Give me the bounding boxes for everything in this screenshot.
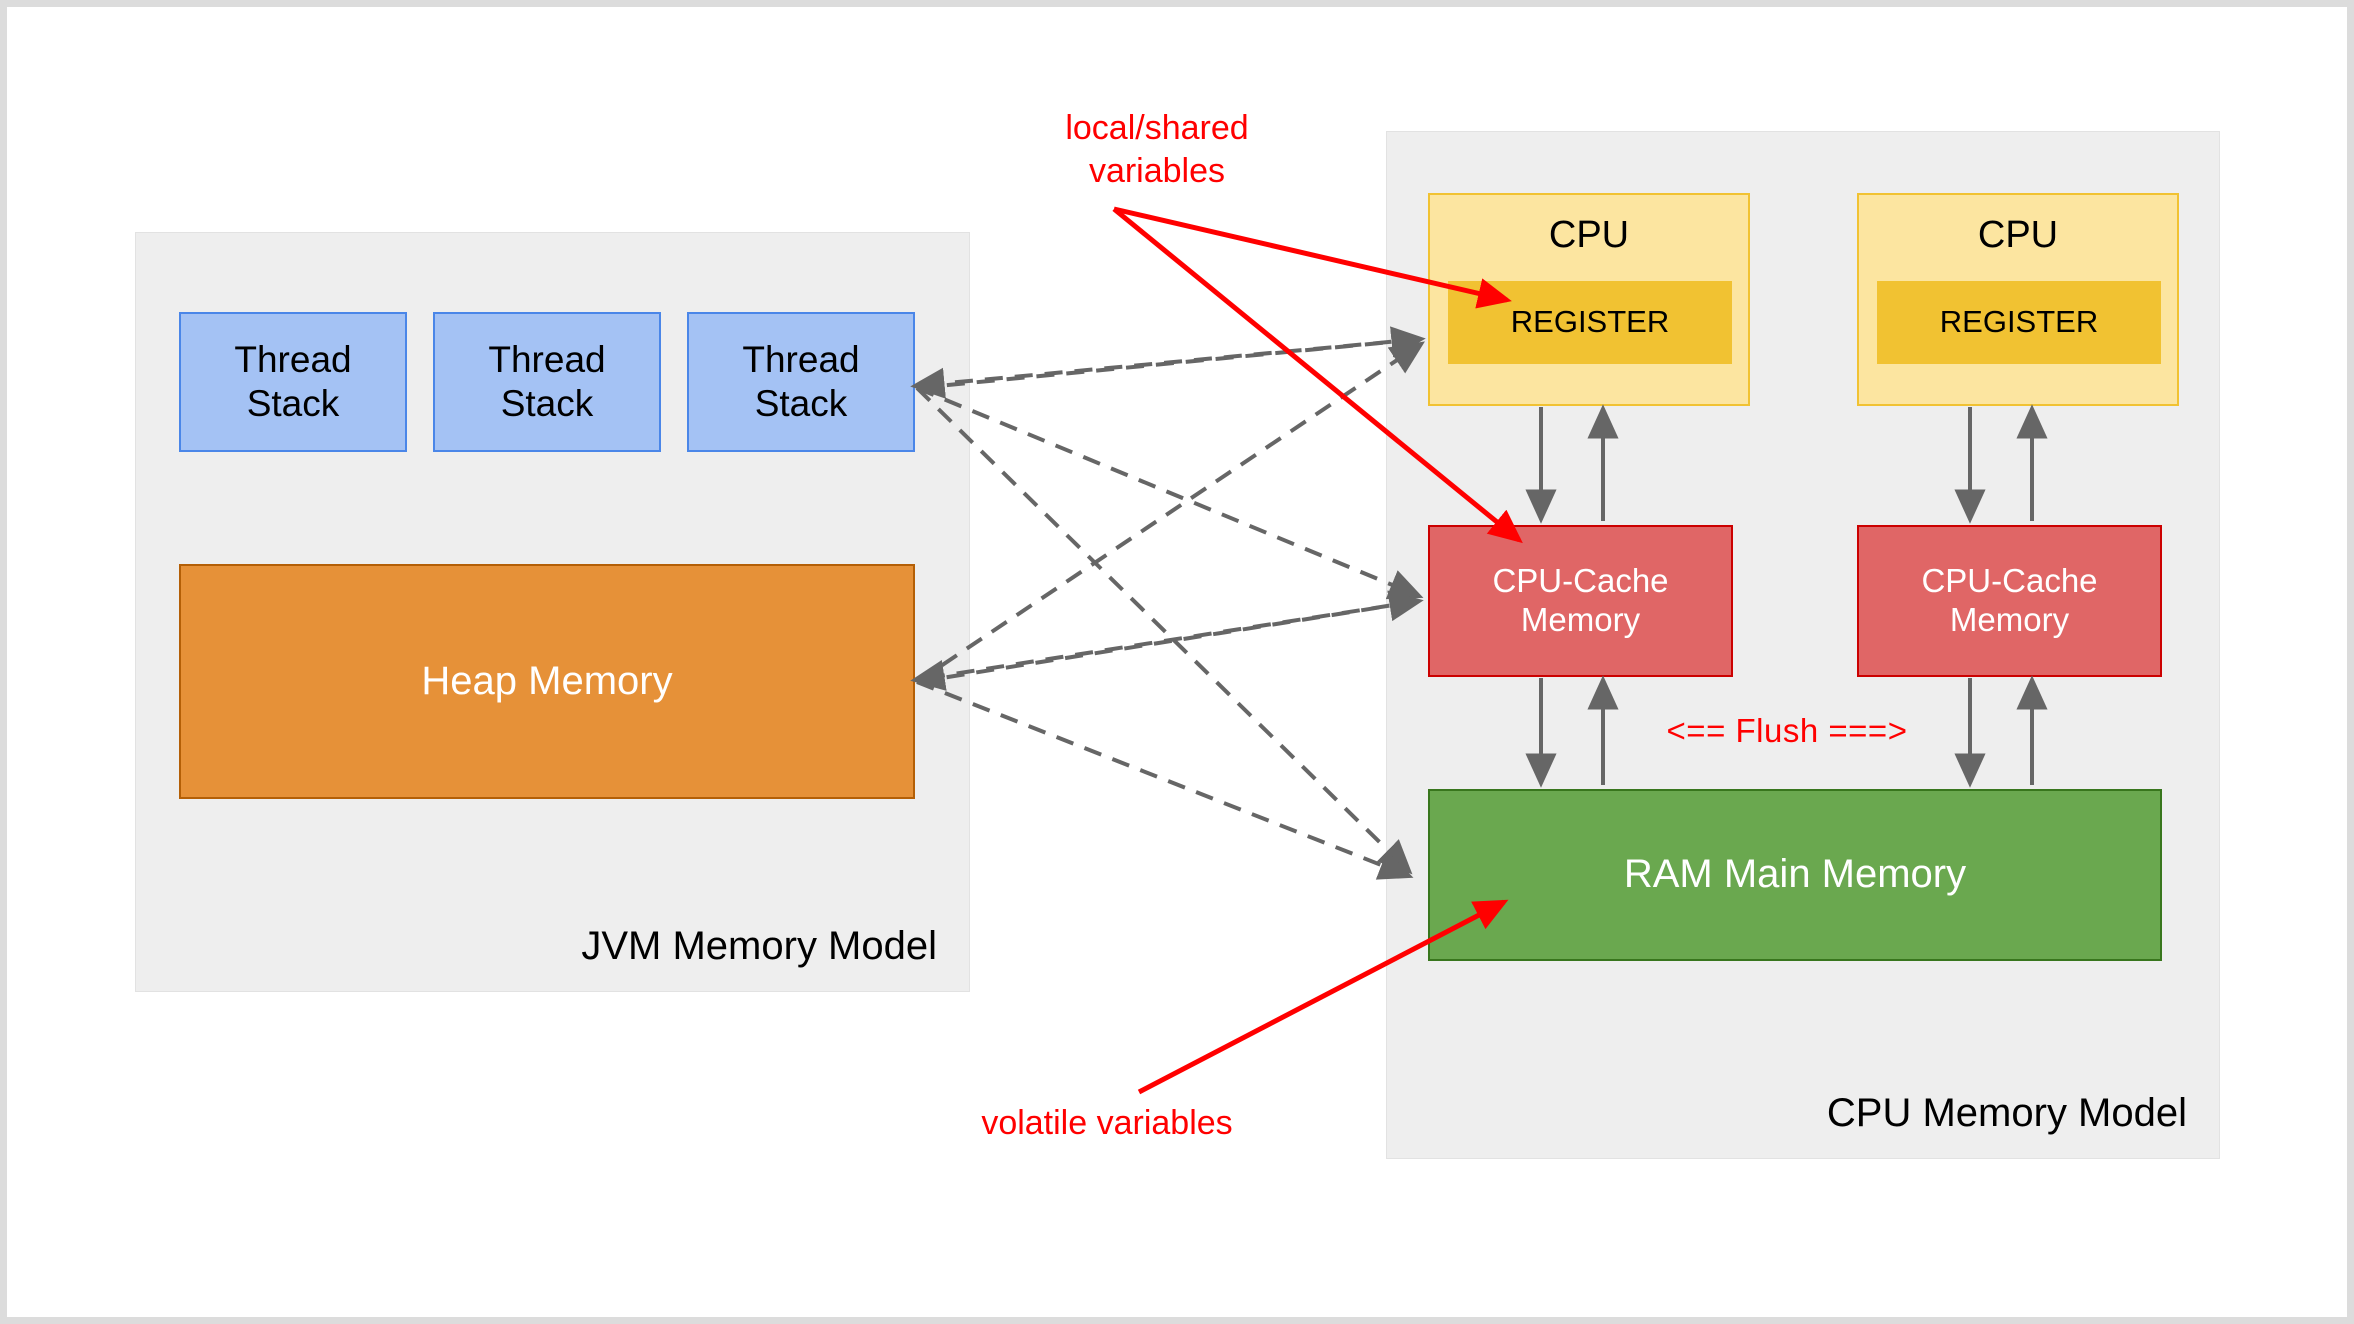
jvm-panel-title: JVM Memory Model bbox=[581, 924, 937, 968]
thread-stack-box-2[interactable]: Thread Stack bbox=[433, 312, 661, 452]
dashed-arrow-heap-to-cache bbox=[916, 590, 1424, 684]
register-box-2[interactable]: REGISTER bbox=[1877, 281, 2161, 364]
heap-memory-box[interactable]: Heap Memory bbox=[179, 564, 915, 799]
cpu-label-1: CPU bbox=[1548, 214, 1630, 256]
register-box-1[interactable]: REGISTER bbox=[1448, 281, 1732, 364]
thread-stack-box-3[interactable]: Thread Stack bbox=[687, 312, 915, 452]
dashed-arrow-register-to-threadstack bbox=[910, 337, 1422, 399]
dashed-arrow-heap-to-register bbox=[915, 341, 1425, 684]
thread-stack-box-1[interactable]: Thread Stack bbox=[179, 312, 407, 452]
annotation-volatile-variables: volatile variables bbox=[981, 1104, 1233, 1142]
dashed-arrow-threadstack-to-cache bbox=[916, 386, 1424, 600]
cpu-box-2[interactable]: CPU REGISTER bbox=[1857, 193, 2179, 406]
cpu-cache-memory-box-2[interactable]: CPU-Cache Memory bbox=[1857, 525, 2162, 677]
cpu-box-1[interactable]: CPU REGISTER bbox=[1428, 193, 1750, 406]
annotation-flush-label: <== Flush ===> bbox=[1666, 712, 1908, 749]
cpu-panel-title: CPU Memory Model bbox=[1826, 1091, 2187, 1135]
dashed-arrow-cache-to-heap bbox=[910, 599, 1420, 691]
dashed-arrow-threadstack-to-ram bbox=[915, 386, 1413, 875]
dashed-arrow-heap-to-ram bbox=[916, 680, 1414, 880]
ram-main-memory-box[interactable]: RAM Main Memory bbox=[1428, 789, 2162, 961]
cpu-cache-memory-box-1[interactable]: CPU-Cache Memory bbox=[1428, 525, 1733, 677]
annotation-local-shared-variables: local/shared variables bbox=[1065, 109, 1249, 190]
cpu-label-2: CPU bbox=[1977, 214, 2059, 256]
dashed-arrow-threadstack-to-register bbox=[916, 326, 1426, 390]
